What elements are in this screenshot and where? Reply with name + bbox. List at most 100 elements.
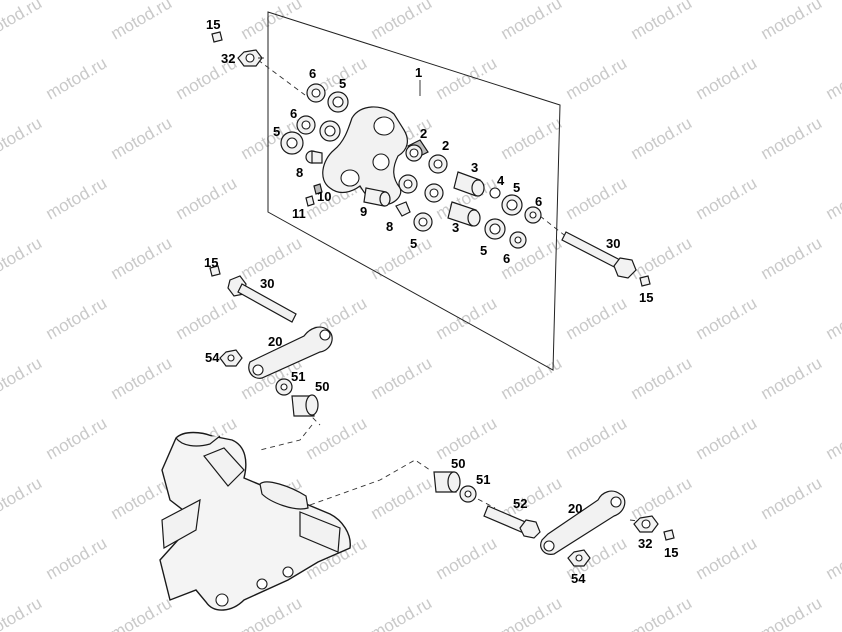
cap-15-right — [639, 275, 651, 287]
watermark-text: motod.ru — [238, 0, 306, 43]
watermark-text: motod.ru — [758, 473, 826, 523]
watermark-text: motod.ru — [368, 353, 436, 403]
watermark-text: motod.ru — [693, 53, 761, 103]
bolt-30-right — [561, 231, 637, 279]
connecting-rod-assembly-right — [433, 471, 675, 567]
part-label: 20 — [268, 334, 282, 349]
watermark-text: motod.ru — [628, 353, 696, 403]
bushing-50-left — [291, 394, 319, 417]
watermark-text: motod.ru — [758, 113, 826, 163]
part-label: 54 — [205, 350, 220, 365]
watermark-text: motod.ru — [563, 293, 631, 343]
watermark-text: motod.ru — [368, 593, 436, 632]
watermark-text: motod.ru — [498, 593, 566, 632]
watermark-text: motod.ru — [628, 593, 696, 632]
bushing-50-right — [433, 471, 461, 493]
watermark-text: motod.ru — [823, 53, 842, 103]
watermark-text: motod.ru — [433, 533, 501, 583]
frame-left-rail — [161, 498, 201, 549]
watermark-text: motod.ru — [628, 113, 696, 163]
bushing-9 — [363, 187, 391, 207]
cap-15-lower-right — [663, 529, 675, 541]
part-label: 6 — [290, 106, 297, 121]
part-label: 50 — [451, 456, 465, 471]
watermark-text: motod.ru — [823, 533, 842, 583]
frame-hole-c — [215, 593, 229, 607]
frame-pivot-plate — [299, 511, 341, 553]
watermark-text: motod.ru — [433, 413, 501, 463]
part-label: 8 — [386, 219, 393, 234]
bolt-52 — [483, 505, 541, 539]
connecting-rod-20-right — [540, 490, 626, 555]
watermark-text: motod.ru — [563, 413, 631, 463]
part-label: 5 — [339, 76, 346, 91]
frame-hole-a — [256, 578, 268, 590]
bolt-30-left — [227, 275, 297, 323]
part-label: 6 — [503, 251, 510, 266]
linkage-lever — [322, 106, 408, 206]
watermark-text: motod.ru — [823, 293, 842, 343]
watermark-text: motod.ru — [173, 173, 241, 223]
part-label: 5 — [480, 243, 487, 258]
washer-51-left — [275, 378, 293, 396]
seal-ring-6b — [296, 115, 316, 135]
part-label: 2 — [442, 138, 449, 153]
watermark-text: motod.ru — [238, 593, 306, 632]
watermark-text: motod.ru — [43, 53, 111, 103]
frame-body — [159, 431, 351, 611]
bushing-3a — [453, 171, 485, 197]
needle-bearing-lower-a — [398, 174, 418, 194]
part-label: 5 — [513, 180, 520, 195]
part-label: 32 — [638, 536, 652, 551]
watermark-text: motod.ru — [0, 233, 45, 283]
needle-bearing-2b — [428, 154, 448, 174]
part-label: 3 — [452, 220, 459, 235]
watermark-text: motod.ru — [693, 173, 761, 223]
watermark-text: motod.ru — [758, 233, 826, 283]
watermark-text: motod.ru — [108, 113, 176, 163]
watermark-text: motod.ru — [368, 473, 436, 523]
part-label: 8 — [296, 165, 303, 180]
watermark-text: motod.ru — [43, 173, 111, 223]
nut-32-top — [237, 49, 263, 67]
connecting-rod-20-left — [248, 326, 333, 379]
part-label: 51 — [476, 472, 490, 487]
part-label: 3 — [471, 160, 478, 175]
part-label: 32 — [221, 51, 235, 66]
watermark-text: motod.ru — [108, 233, 176, 283]
part-label: 5 — [410, 236, 417, 251]
spacer-8b — [395, 201, 411, 217]
part-label: 20 — [568, 501, 582, 516]
watermark-text: motod.ru — [433, 53, 501, 103]
watermark-text: motod.ru — [563, 173, 631, 223]
washer-51-right — [459, 485, 477, 503]
watermark-text: motod.ru — [303, 413, 371, 463]
watermark-text: motod.ru — [108, 0, 176, 43]
part-label: 30 — [606, 236, 620, 251]
watermark-text: motod.ru — [108, 593, 176, 632]
part-label: 2 — [420, 126, 427, 141]
watermark-text: motod.ru — [498, 353, 566, 403]
watermark-text: motod.ru — [108, 353, 176, 403]
part-label: 11 — [292, 206, 306, 221]
connecting-rod-assembly-left — [209, 265, 333, 417]
watermark-text: motod.ru — [43, 413, 111, 463]
nut-54-right — [567, 549, 591, 567]
watermark-text: motod.ru — [368, 0, 436, 43]
part-label: 15 — [664, 545, 678, 560]
part-label: 4 — [497, 173, 505, 188]
part-label: 6 — [309, 66, 316, 81]
watermark-text: motod.ru — [433, 293, 501, 343]
part-number-labels: 15 32 1 6 5 6 5 2 2 8 3 4 5 6 10 11 9 8 … — [204, 17, 678, 586]
cap-15-left — [209, 265, 221, 277]
watermark-text: motod.ru — [693, 293, 761, 343]
frame-cross-tube — [259, 481, 309, 510]
watermark-text: motod.ru — [693, 533, 761, 583]
watermark-text: motod.ru — [368, 233, 436, 283]
part-label: 15 — [206, 17, 220, 32]
seal-ring-5e — [484, 218, 506, 240]
seal-ring-5a — [327, 91, 349, 113]
